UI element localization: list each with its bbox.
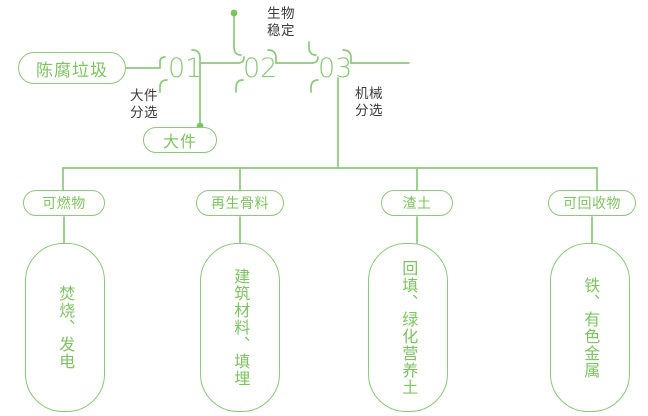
node-output-bulky[interactable]: 大件 [143,127,217,153]
dot-bio-endpoint [230,9,238,17]
node-category-recycled-aggregate[interactable]: 再生骨料 [196,190,284,216]
node-category-recyclable[interactable]: 可回收物 [548,190,636,216]
destination-label: 焚烧、发电 [56,285,76,370]
stage-note-bio-stabilization: 生物 稳定 [267,6,295,40]
wire-source-to-01 [125,56,166,69]
arc-03-left-bottom [310,79,319,93]
stage-note-bulky-sorting: 大件 分选 [130,88,158,122]
node-destination-recycled-aggregate[interactable]: 建筑材料、填埋 [200,243,280,412]
node-destination-slag-soil[interactable]: 回填、绿化营养土 [368,243,448,412]
destination-label: 建筑材料、填埋 [231,268,251,387]
node-source-waste[interactable]: 陈腐垃圾 [18,52,126,84]
stage-number-01[interactable]: 01 [168,53,203,84]
arc-02-left-top [233,41,242,56]
stage-number-03[interactable]: 03 [318,53,353,84]
wire-03-tail-right [342,49,410,64]
stage-number-02[interactable]: 02 [243,53,278,84]
node-destination-recyclable[interactable]: 铁、有色金属 [550,243,630,412]
node-category-slag-soil[interactable]: 渣土 [381,190,453,216]
node-destination-combustible[interactable]: 焚烧、发电 [25,243,105,412]
stage-note-mechanical-sorting: 机械 分选 [355,86,383,120]
arc-02-left-bottom [235,79,244,93]
destination-label: 铁、有色金属 [581,276,601,379]
arc-03-left-top [308,41,317,56]
arc-01-left-bottom [159,79,168,93]
destination-label: 回填、绿化营养土 [399,259,419,396]
node-category-combustible[interactable]: 可燃物 [23,190,105,216]
